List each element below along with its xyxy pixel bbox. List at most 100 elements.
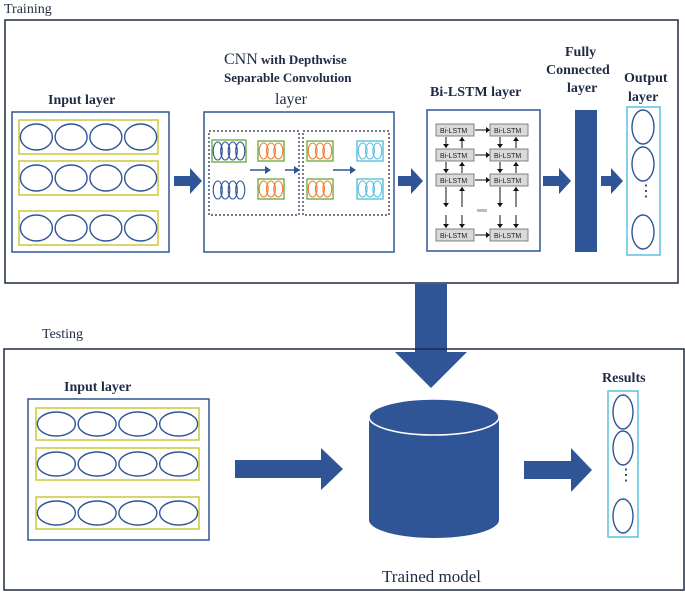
arrow-model-to-results xyxy=(524,448,592,492)
arrow-input-to-cnn xyxy=(174,168,202,194)
feature-map-channel xyxy=(227,141,238,161)
output-node xyxy=(631,214,655,250)
feature-map-channel xyxy=(235,180,246,200)
feature-map-channel xyxy=(258,180,269,198)
input-node xyxy=(158,451,199,477)
feature-map-frame xyxy=(356,178,384,200)
input-node xyxy=(36,500,77,526)
bilstm-cell xyxy=(435,123,475,137)
arrow-training-to-model xyxy=(395,284,467,388)
cnn-flow-arrowhead xyxy=(350,166,356,174)
feature-map-channel xyxy=(273,180,284,198)
feature-map-frame xyxy=(306,140,334,162)
input-node xyxy=(77,411,117,437)
feature-map-channel xyxy=(364,142,376,160)
input-node xyxy=(123,164,158,192)
bilstm-v-arrowhead xyxy=(497,169,503,173)
arrow-cnn-to-bilstm xyxy=(398,168,423,194)
input-node xyxy=(54,214,88,242)
result-node xyxy=(612,498,634,534)
input-node xyxy=(36,451,77,477)
bilstm-v-arrowhead xyxy=(497,144,503,148)
bilstm-gap-marker xyxy=(477,209,487,212)
bilstm-cell-label: Bi-LSTM xyxy=(440,128,467,135)
feature-map-channel xyxy=(307,180,318,198)
feature-map-channel xyxy=(220,141,231,161)
input-node xyxy=(118,451,158,477)
feature-map-channel xyxy=(265,180,277,198)
feature-map-channel xyxy=(357,180,368,198)
cnn-flow-arrowhead xyxy=(265,166,271,174)
testing-panel xyxy=(3,348,685,591)
bilstm-v-arrowhead xyxy=(513,224,519,228)
training-panel xyxy=(4,19,679,284)
bilstm-cell xyxy=(435,173,475,187)
results-ellipsis: ⋮ xyxy=(618,467,634,484)
feature-map-frame xyxy=(356,140,384,162)
arrow-fc-to-output xyxy=(601,168,623,194)
input-node xyxy=(89,164,123,192)
input-node xyxy=(89,123,123,151)
cnn-flow-arrowhead xyxy=(294,166,300,174)
input-node xyxy=(158,411,199,437)
bilstm-v-arrowhead xyxy=(443,169,449,173)
feature-map-channel xyxy=(322,142,333,160)
feature-map-channel xyxy=(314,180,326,198)
fully-connected-layer xyxy=(575,110,597,252)
bilstm-v-arrowhead xyxy=(497,224,503,228)
input-node xyxy=(19,214,54,242)
bilstm-label: Bi-LSTM layer xyxy=(430,85,521,100)
results-label: Results xyxy=(602,371,646,386)
feature-map-channel xyxy=(372,142,383,160)
input-node xyxy=(123,123,158,151)
input-node xyxy=(77,451,117,477)
output-label-line-2: layer xyxy=(628,90,658,105)
bilstm-v-arrowhead xyxy=(497,203,503,207)
training-title: Training xyxy=(4,2,52,17)
bilstm-h-arrowhead xyxy=(486,152,490,158)
trained-model-label: Trained model xyxy=(382,567,481,586)
feature-map-channel xyxy=(314,142,326,160)
bilstm-cell-label: Bi-LSTM xyxy=(440,153,467,160)
bilstm-v-arrowhead xyxy=(443,224,449,228)
bilstm-cell-label: Bi-LSTM xyxy=(494,178,521,185)
input-node xyxy=(77,500,117,526)
input-node xyxy=(19,123,54,151)
testing-input-label: Input layer xyxy=(64,380,131,395)
feature-map-channel xyxy=(265,142,277,160)
result-node xyxy=(612,430,634,466)
output-label-line-1: Output xyxy=(624,71,668,86)
training-input-label: Input layer xyxy=(48,93,115,108)
feature-map-channel xyxy=(307,142,318,160)
feature-map-channel xyxy=(212,141,223,161)
bilstm-h-arrowhead xyxy=(486,232,490,238)
feature-map-channel xyxy=(235,141,246,161)
input-node xyxy=(89,214,123,242)
feature-map-channel xyxy=(227,180,238,200)
feature-map-channel xyxy=(273,142,284,160)
bilstm-h-arrowhead xyxy=(486,177,490,183)
input-node xyxy=(54,164,88,192)
feature-map-frame xyxy=(211,139,247,163)
input-node xyxy=(118,500,158,526)
cnn-feature-maps xyxy=(211,139,384,200)
input-node xyxy=(118,411,158,437)
bilstm-cell-label: Bi-LSTM xyxy=(494,153,521,160)
output-node xyxy=(631,146,655,182)
input-node xyxy=(19,164,54,192)
bilstm-v-arrowhead xyxy=(513,137,519,141)
cnn-stage-1 xyxy=(208,130,300,216)
arrow-bilstm-to-fc xyxy=(543,168,571,194)
input-node xyxy=(54,123,88,151)
feature-map-channel xyxy=(322,180,333,198)
cnn-label-line-2: Separable Convolution xyxy=(224,70,352,85)
feature-map-channel xyxy=(364,180,376,198)
output-ellipsis: ⋮ xyxy=(638,183,654,200)
bilstm-v-arrowhead xyxy=(513,162,519,166)
feature-map-channel xyxy=(357,142,368,160)
cnn-label-line-1: CNN with Depthwise xyxy=(224,51,347,68)
bilstm-h-arrowhead xyxy=(486,127,490,133)
result-node xyxy=(612,394,634,430)
